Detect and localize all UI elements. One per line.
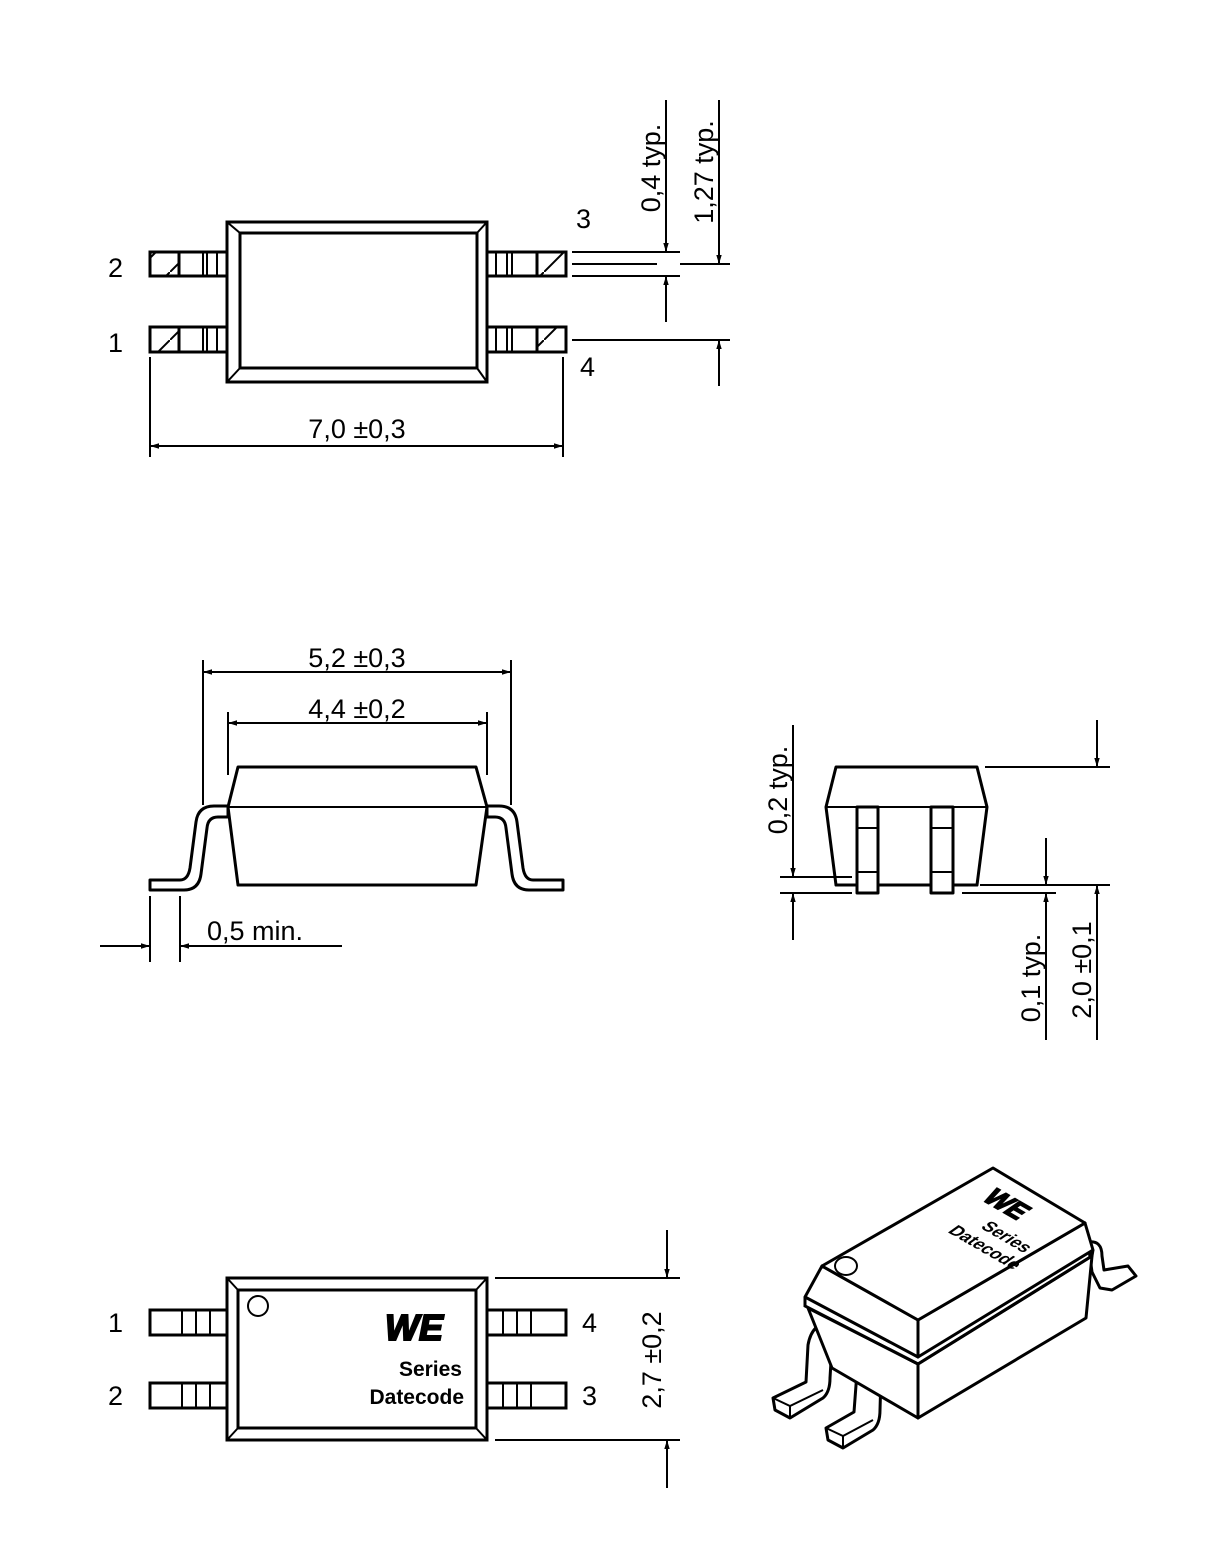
pin1-marker-dot (834, 1256, 858, 1276)
drawing-line (181, 1383, 211, 1408)
dim-body-width-label: 2,7 ±0,2 (637, 1311, 667, 1408)
drawing-line (485, 1308, 568, 1337)
drawing-line (236, 1288, 478, 1430)
drawing-line (148, 1381, 229, 1410)
drawing-line (148, 1308, 229, 1337)
marking-datecode: Datecode (369, 1386, 464, 1409)
drawing-line (202, 660, 512, 805)
pin-label-3: 3 (582, 1381, 597, 1411)
we-logo: WE (385, 1307, 444, 1348)
pin-4 (485, 325, 568, 354)
drawing-line (225, 1276, 489, 1442)
dim-pin-width-label: 0,4 typ. (636, 124, 666, 213)
dim-body-label: 4,4 ±0,2 (308, 694, 405, 724)
drawing-line (495, 252, 513, 276)
marking-series: Series (399, 1358, 462, 1381)
drawing-line (572, 251, 730, 277)
dimension-lead-thickness: 0,2 typ. (763, 725, 852, 940)
side-view: 5,2 ±0,3 4,4 ±0,2 0,5 min. (100, 643, 565, 962)
pin-1 (148, 325, 229, 354)
drawing-line (226, 221, 488, 383)
drawing-line (825, 1419, 874, 1448)
drawing-line (803, 1249, 1095, 1366)
package-body (225, 1276, 489, 1442)
drawing-line (238, 231, 479, 370)
dimension-pitch: 1,27 typ. (572, 100, 730, 386)
dim-foot-label: 0,5 min. (207, 916, 303, 946)
package-body (226, 765, 489, 887)
dimension-body: 4,4 ±0,2 (227, 694, 488, 775)
drawing-line (535, 250, 568, 278)
pin-label-3: 3 (576, 204, 591, 234)
package-body (824, 765, 989, 887)
drawing-line (485, 1381, 568, 1410)
package-body-3d (803, 1166, 1095, 1420)
drawing-line (148, 250, 181, 278)
drawing-line (772, 1389, 824, 1418)
drawing-line (148, 325, 181, 354)
isometric-view: WE Series Datecode (771, 1166, 1138, 1450)
pin-label-2: 2 (108, 253, 123, 283)
drawing-line (202, 327, 218, 352)
drawing-line (535, 325, 568, 354)
leads (855, 805, 955, 895)
marking-view: 1 2 4 3 WE Series Datecode 2,7 ±0,2 (108, 1230, 680, 1488)
dimension-width: 7,0 ±0,3 (149, 357, 564, 457)
drawing-line (149, 357, 564, 457)
drawing-line (181, 1310, 211, 1335)
dimension-standoff: 0,1 typ. (962, 838, 1056, 1040)
dim-width-label: 7,0 ±0,3 (308, 414, 405, 444)
dim-pitch-label: 1,27 typ. (689, 120, 719, 224)
pin-label-1: 1 (108, 1308, 123, 1338)
dim-lead-thickness-label: 0,2 typ. (763, 746, 793, 835)
drawing-line (495, 327, 513, 352)
dimension-lead-span: 5,2 ±0,3 (202, 643, 512, 805)
drawing-line (857, 827, 953, 873)
drawing-line (855, 805, 880, 895)
drawing-line (495, 1277, 680, 1441)
end-view: 2,0 ±0,1 0,1 typ. 0,2 typ. (763, 720, 1110, 1040)
dimension-pin-width: 0,4 typ. (572, 100, 730, 322)
dim-height-label: 2,0 ±0,1 (1067, 921, 1097, 1018)
pins (148, 250, 568, 354)
pin-2 (148, 250, 229, 278)
drawing-line (502, 1383, 532, 1408)
drawing-line (1086, 1240, 1138, 1292)
pin-label-4: 4 (580, 352, 595, 382)
drawing-line (226, 1277, 488, 1441)
pin-label-1: 1 (108, 328, 123, 358)
drawing-line (820, 1166, 1087, 1322)
drawing-line (149, 896, 181, 962)
dimension-body-width: 2,7 ±0,2 (495, 1230, 680, 1488)
top-view: 2 1 3 4 7,0 ±0,3 0,4 typ. 1,27 typ. (108, 100, 730, 457)
drawing-line (485, 804, 565, 892)
package-body (225, 220, 489, 384)
dimension-foot: 0,5 min. (100, 896, 342, 962)
pin-3 (485, 250, 568, 278)
dim-standoff-label: 0,1 typ. (1016, 934, 1046, 1023)
drawing-line (148, 804, 230, 892)
drawing-line (929, 805, 955, 895)
right-lead (1086, 1240, 1138, 1292)
drawing-line (225, 220, 489, 384)
drawing-line (502, 1310, 532, 1335)
pin1-marker-dot (247, 1295, 269, 1317)
drawing-line (202, 252, 218, 276)
pins (148, 1308, 568, 1410)
pin-label-4: 4 (582, 1308, 597, 1338)
pin-label-2: 2 (108, 1381, 123, 1411)
dim-lead-span-label: 5,2 ±0,3 (308, 643, 405, 673)
